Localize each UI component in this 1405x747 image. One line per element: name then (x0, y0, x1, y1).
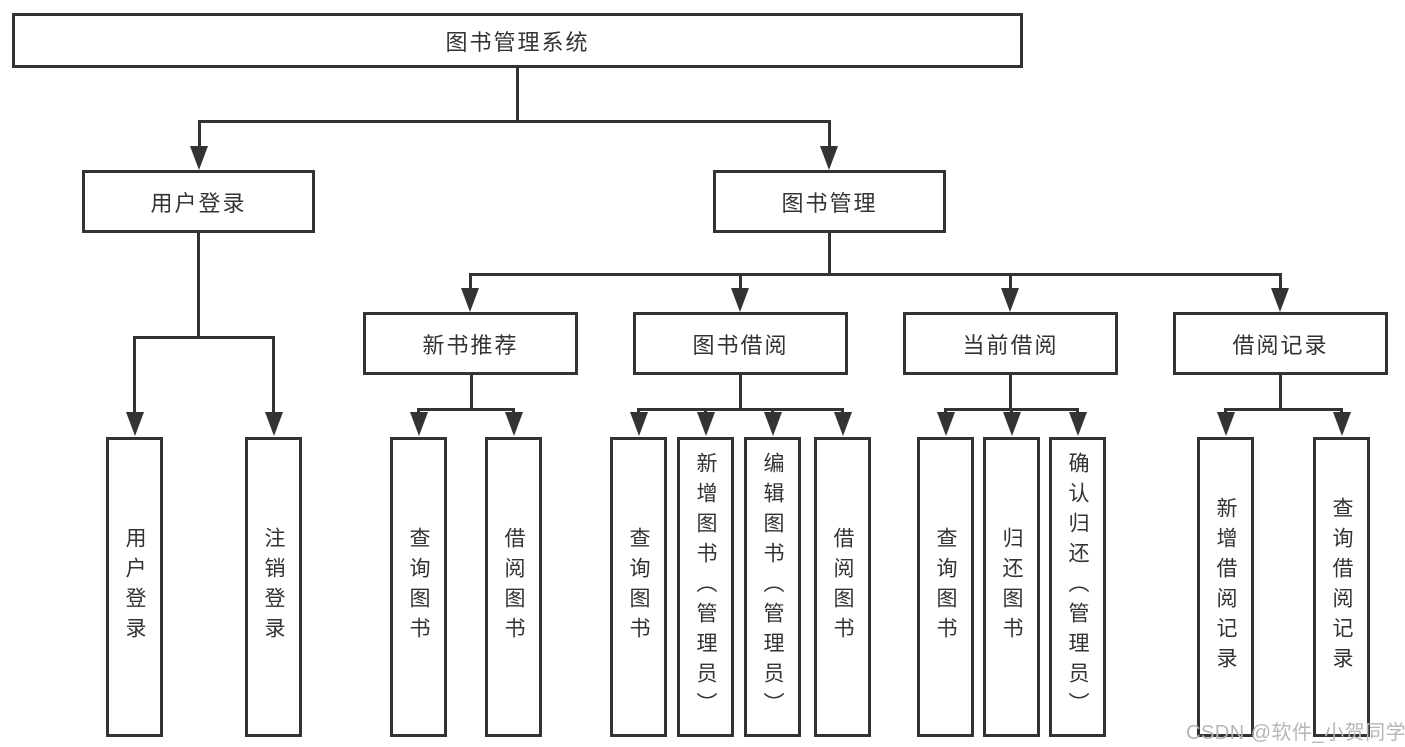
connector-vline (1279, 273, 1282, 290)
node-label: 借阅记录 (1232, 332, 1329, 358)
leaf-label: 用户登录 (123, 527, 146, 647)
connector-vline (828, 120, 831, 148)
connector-vline (1340, 408, 1343, 414)
connector-vline (470, 375, 473, 411)
arrow-down-icon (731, 288, 749, 312)
connector-hline (1224, 408, 1343, 411)
leaf-query-books-borrow: 查询图书 (610, 437, 667, 737)
arrow-down-icon (461, 288, 479, 312)
connector-vline (512, 408, 515, 414)
connector-vline (1076, 408, 1079, 414)
connector-vline (637, 408, 640, 414)
leaf-label: 新增图书（管理员） (694, 452, 717, 722)
leaf-label: 编辑图书（管理员） (761, 452, 784, 722)
leaf-label: 查询图书 (407, 527, 430, 647)
leaf-label: 借阅图书 (831, 527, 854, 647)
arrow-down-icon (265, 412, 283, 436)
leaf-add-borrow-record: 新增借阅记录 (1197, 437, 1254, 737)
connector-vline (1224, 408, 1227, 414)
arrow-down-icon (126, 412, 144, 436)
arrow-down-icon (697, 412, 715, 436)
leaf-user-login: 用户登录 (106, 437, 163, 737)
node-new-book-recommend: 新书推荐 (363, 312, 578, 375)
leaf-label: 归还图书 (1000, 527, 1023, 647)
leaf-query-books-current: 查询图书 (917, 437, 974, 737)
arrow-down-icon (1333, 412, 1351, 436)
connector-vline (739, 273, 742, 290)
connector-vline (771, 408, 774, 414)
node-label: 图书管理 (781, 190, 878, 216)
connector-vline (516, 68, 519, 123)
node-label: 当前借阅 (962, 332, 1059, 358)
arrow-down-icon (1069, 412, 1087, 436)
arrow-down-icon (1001, 288, 1019, 312)
leaf-label: 借阅图书 (502, 527, 525, 647)
leaf-borrow-books: 借阅图书 (814, 437, 871, 737)
connector-vline (272, 336, 275, 414)
arrow-down-icon (190, 146, 208, 170)
leaf-logout: 注销登录 (245, 437, 302, 737)
arrow-down-icon (1271, 288, 1289, 312)
connector-vline (1009, 375, 1012, 411)
leaf-label: 查询图书 (627, 527, 650, 647)
connector-vline (198, 120, 201, 148)
arrow-down-icon (410, 412, 428, 436)
connector-vline (1009, 273, 1012, 290)
node-label: 图书管理系统 (445, 29, 590, 55)
leaf-add-books-admin: 新增图书（管理员） (677, 437, 734, 737)
leaf-label: 注销登录 (262, 527, 285, 647)
node-book-borrowing: 图书借阅 (633, 312, 848, 375)
leaf-label: 确认归还（管理员） (1066, 452, 1089, 722)
node-book-management: 图书管理 (713, 170, 946, 233)
connector-vline (469, 273, 472, 290)
leaf-label: 查询借阅记录 (1330, 497, 1353, 677)
arrow-down-icon (834, 412, 852, 436)
connector-hline (637, 408, 844, 411)
leaf-return-books: 归还图书 (983, 437, 1040, 737)
connector-vline (417, 408, 420, 414)
node-current-borrowing: 当前借阅 (903, 312, 1118, 375)
arrow-down-icon (630, 412, 648, 436)
connector-hline (469, 273, 1282, 276)
connector-vline (739, 375, 742, 411)
arrow-down-icon (937, 412, 955, 436)
connector-vline (1279, 375, 1282, 411)
connector-vline (197, 233, 200, 339)
leaf-query-borrow-record: 查询借阅记录 (1313, 437, 1370, 737)
leaf-query-books-recommend: 查询图书 (390, 437, 447, 737)
connector-vline (944, 408, 947, 414)
arrow-down-icon (1003, 412, 1021, 436)
connector-vline (704, 408, 707, 414)
leaf-borrow-books-recommend: 借阅图书 (485, 437, 542, 737)
connector-vline (133, 336, 136, 414)
connector-hline (417, 408, 515, 411)
connector-vline (828, 233, 831, 276)
connector-vline (1010, 408, 1013, 414)
node-user-login: 用户登录 (82, 170, 315, 233)
connector-vline (841, 408, 844, 414)
arrow-down-icon (820, 146, 838, 170)
leaf-confirm-return-admin: 确认归还（管理员） (1049, 437, 1106, 737)
node-root-library-system: 图书管理系统 (12, 13, 1023, 68)
arrow-down-icon (764, 412, 782, 436)
node-label: 新书推荐 (422, 332, 519, 358)
node-label: 图书借阅 (692, 332, 789, 358)
arrow-down-icon (1217, 412, 1235, 436)
csdn-watermark: CSDN @软件_小贺同学 (1186, 722, 1405, 744)
connector-hline (198, 120, 831, 123)
leaf-edit-books-admin: 编辑图书（管理员） (744, 437, 801, 737)
leaf-label: 新增借阅记录 (1214, 497, 1237, 677)
node-label: 用户登录 (150, 190, 247, 216)
arrow-down-icon (505, 412, 523, 436)
connector-hline (133, 336, 275, 339)
leaf-label: 查询图书 (934, 527, 957, 647)
node-borrowing-records: 借阅记录 (1173, 312, 1388, 375)
